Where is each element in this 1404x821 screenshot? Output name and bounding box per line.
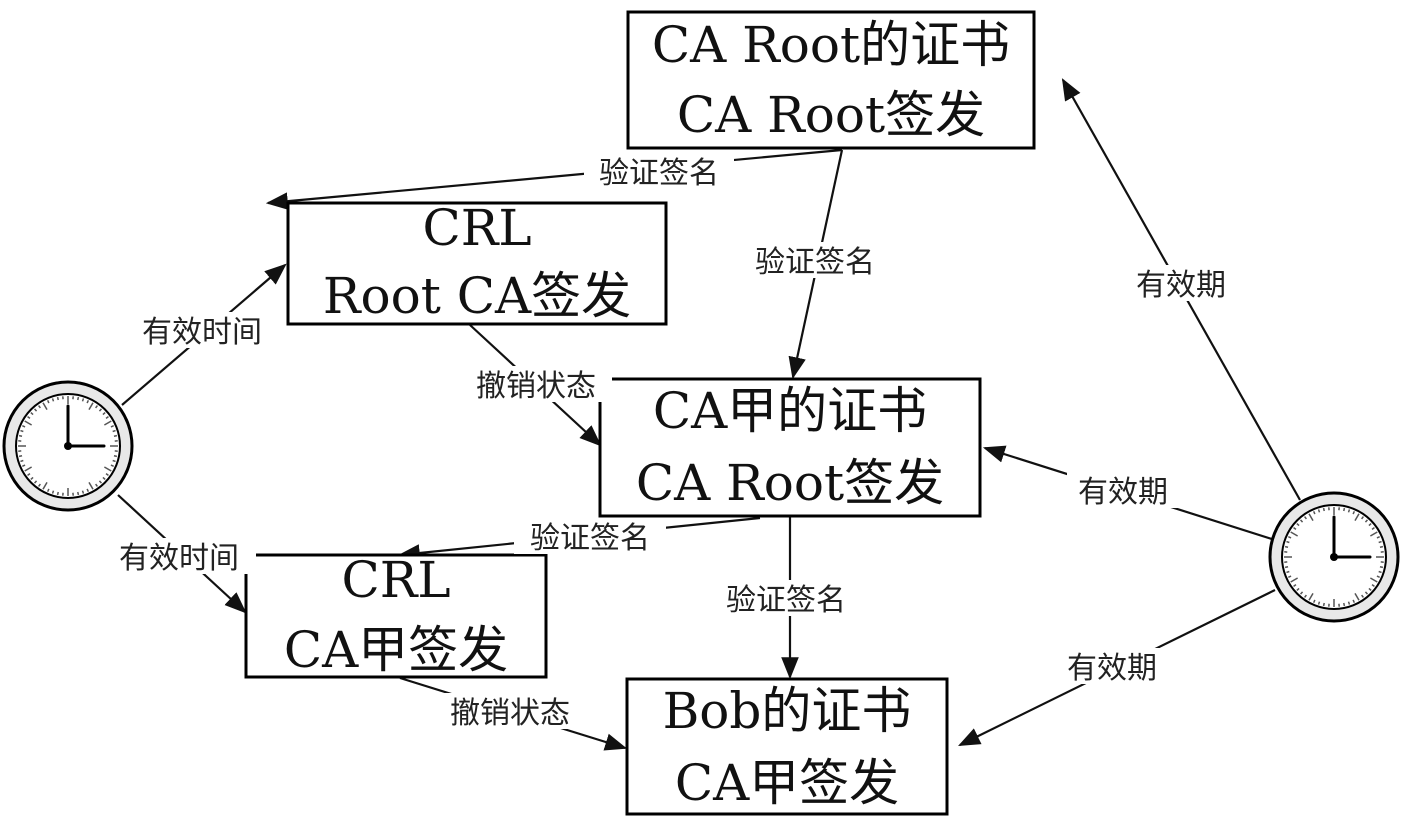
ca-root-cert-title: CA Root的证书 [652, 16, 1010, 74]
label-valid-time-crl-jia: 有效时间 [102, 538, 256, 576]
crl-root-title: CRL [422, 199, 531, 257]
label-revoke-crl-root: 撤销状态 [460, 366, 612, 404]
svg-text:验证签名: 验证签名 [755, 245, 875, 280]
ca-jia-cert-title: CA甲的证书 [653, 382, 927, 440]
svg-text:撤销状态: 撤销状态 [450, 696, 570, 731]
label-verify-ca-jia-crl: 验证签名 [514, 518, 666, 556]
label-validity-root: 有效期 [1125, 265, 1237, 303]
label-verify-root-ca-jia: 验证签名 [740, 242, 890, 280]
crl-root-issuer: Root CA签发 [323, 267, 631, 325]
svg-text:有效期: 有效期 [1078, 475, 1168, 510]
clock-icon [1268, 491, 1400, 623]
svg-text:撤销状态: 撤销状态 [476, 369, 596, 404]
bob-cert-title: Bob的证书 [663, 682, 912, 740]
svg-text:有效期: 有效期 [1067, 651, 1157, 686]
edge-root-to-crl-root [265, 148, 843, 210]
bob-cert-node: Bob的证书 CA甲签发 [625, 677, 949, 816]
label-verify-root-crl: 验证签名 [584, 153, 734, 191]
svg-text:有效期: 有效期 [1136, 268, 1226, 303]
svg-text:验证签名: 验证签名 [726, 583, 846, 618]
ca-root-cert-issuer: CA Root签发 [677, 86, 985, 144]
label-validity-ca-jia: 有效期 [1067, 472, 1179, 510]
ca-jia-cert-issuer: CA Root签发 [636, 454, 944, 512]
label-verify-ca-jia-bob: 验证签名 [710, 580, 862, 618]
ca-root-cert-node: CA Root的证书 CA Root签发 [626, 10, 1036, 150]
svg-text:验证签名: 验证签名 [599, 156, 719, 191]
svg-text:有效时间: 有效时间 [119, 541, 239, 576]
crl-jia-issuer: CA甲签发 [284, 621, 508, 679]
clock-icon [2, 380, 134, 512]
label-validity-bob: 有效期 [1056, 648, 1168, 686]
ca-jia-cert-node: CA甲的证书 CA Root签发 [598, 377, 982, 518]
label-revoke-crl-jia: 撤销状态 [434, 693, 586, 731]
crl-jia-node: CRL CA甲签发 [244, 551, 548, 679]
svg-text:有效时间: 有效时间 [142, 315, 262, 350]
svg-text:验证签名: 验证签名 [530, 521, 650, 556]
label-valid-time-crl-root: 有效时间 [126, 312, 278, 350]
crl-jia-title: CRL [341, 551, 450, 609]
crl-root-node: CRL Root CA签发 [286, 199, 668, 326]
bob-cert-issuer: CA甲签发 [675, 754, 899, 812]
